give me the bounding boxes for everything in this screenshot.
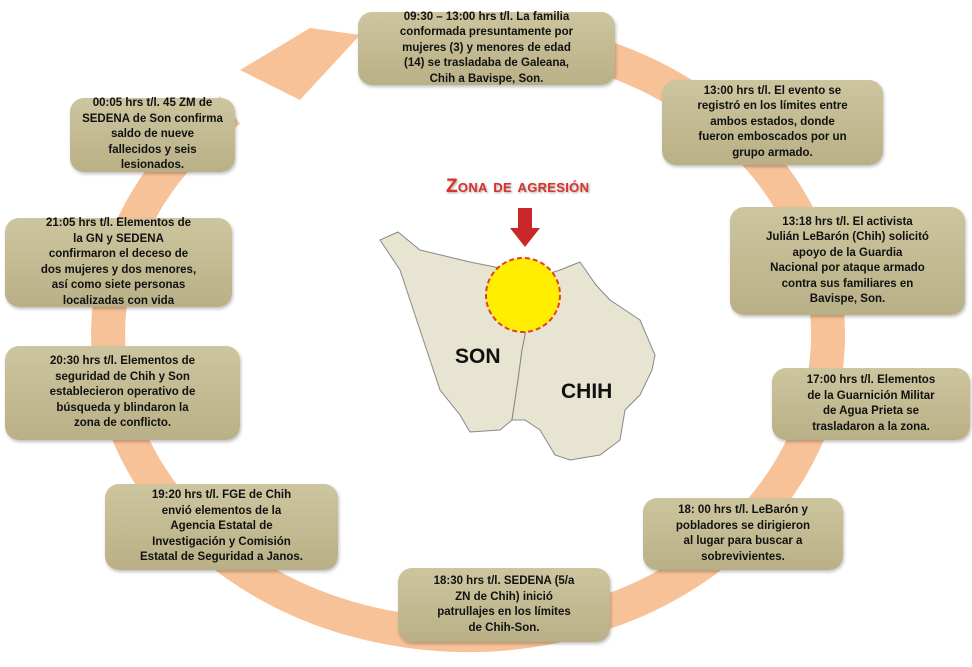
map-label-son: SON (455, 345, 501, 368)
aggression-zone-marker (485, 257, 561, 333)
event-box-1800: 18: 00 hrs t/l. LeBarón y pobladores se … (643, 498, 843, 570)
event-box-1830: 18:30 hrs t/l. SEDENA (5/a ZN de Chih) i… (398, 568, 610, 642)
zone-title: Zona de agresión (446, 176, 590, 197)
event-box-1300: 13:00 hrs t/l. El evento se registró en … (662, 80, 883, 165)
event-box-1318: 13:18 hrs t/l. El activista Julián LeBar… (730, 207, 965, 315)
event-box-1920: 19:20 hrs t/l. FGE de Chih envió element… (105, 484, 338, 570)
event-box-0930: 09:30 – 13:00 hrs t/l. La familia confor… (358, 11, 615, 85)
event-box-0005: 00:05 hrs t/l. 45 ZM de SEDENA de Son co… (70, 97, 235, 172)
map (379, 208, 656, 461)
down-arrow-icon (510, 208, 540, 247)
event-box-2030: 20:30 hrs t/l. Elementos de seguridad de… (5, 346, 240, 440)
map-label-chih: CHIH (561, 380, 613, 403)
cycle-arrowhead (240, 28, 360, 100)
event-box-2105: 21:05 hrs t/l. Elementos de la GN y SEDE… (5, 217, 232, 307)
event-box-1700: 17:00 hrs t/l. Elementos de la Guarnició… (772, 368, 970, 440)
